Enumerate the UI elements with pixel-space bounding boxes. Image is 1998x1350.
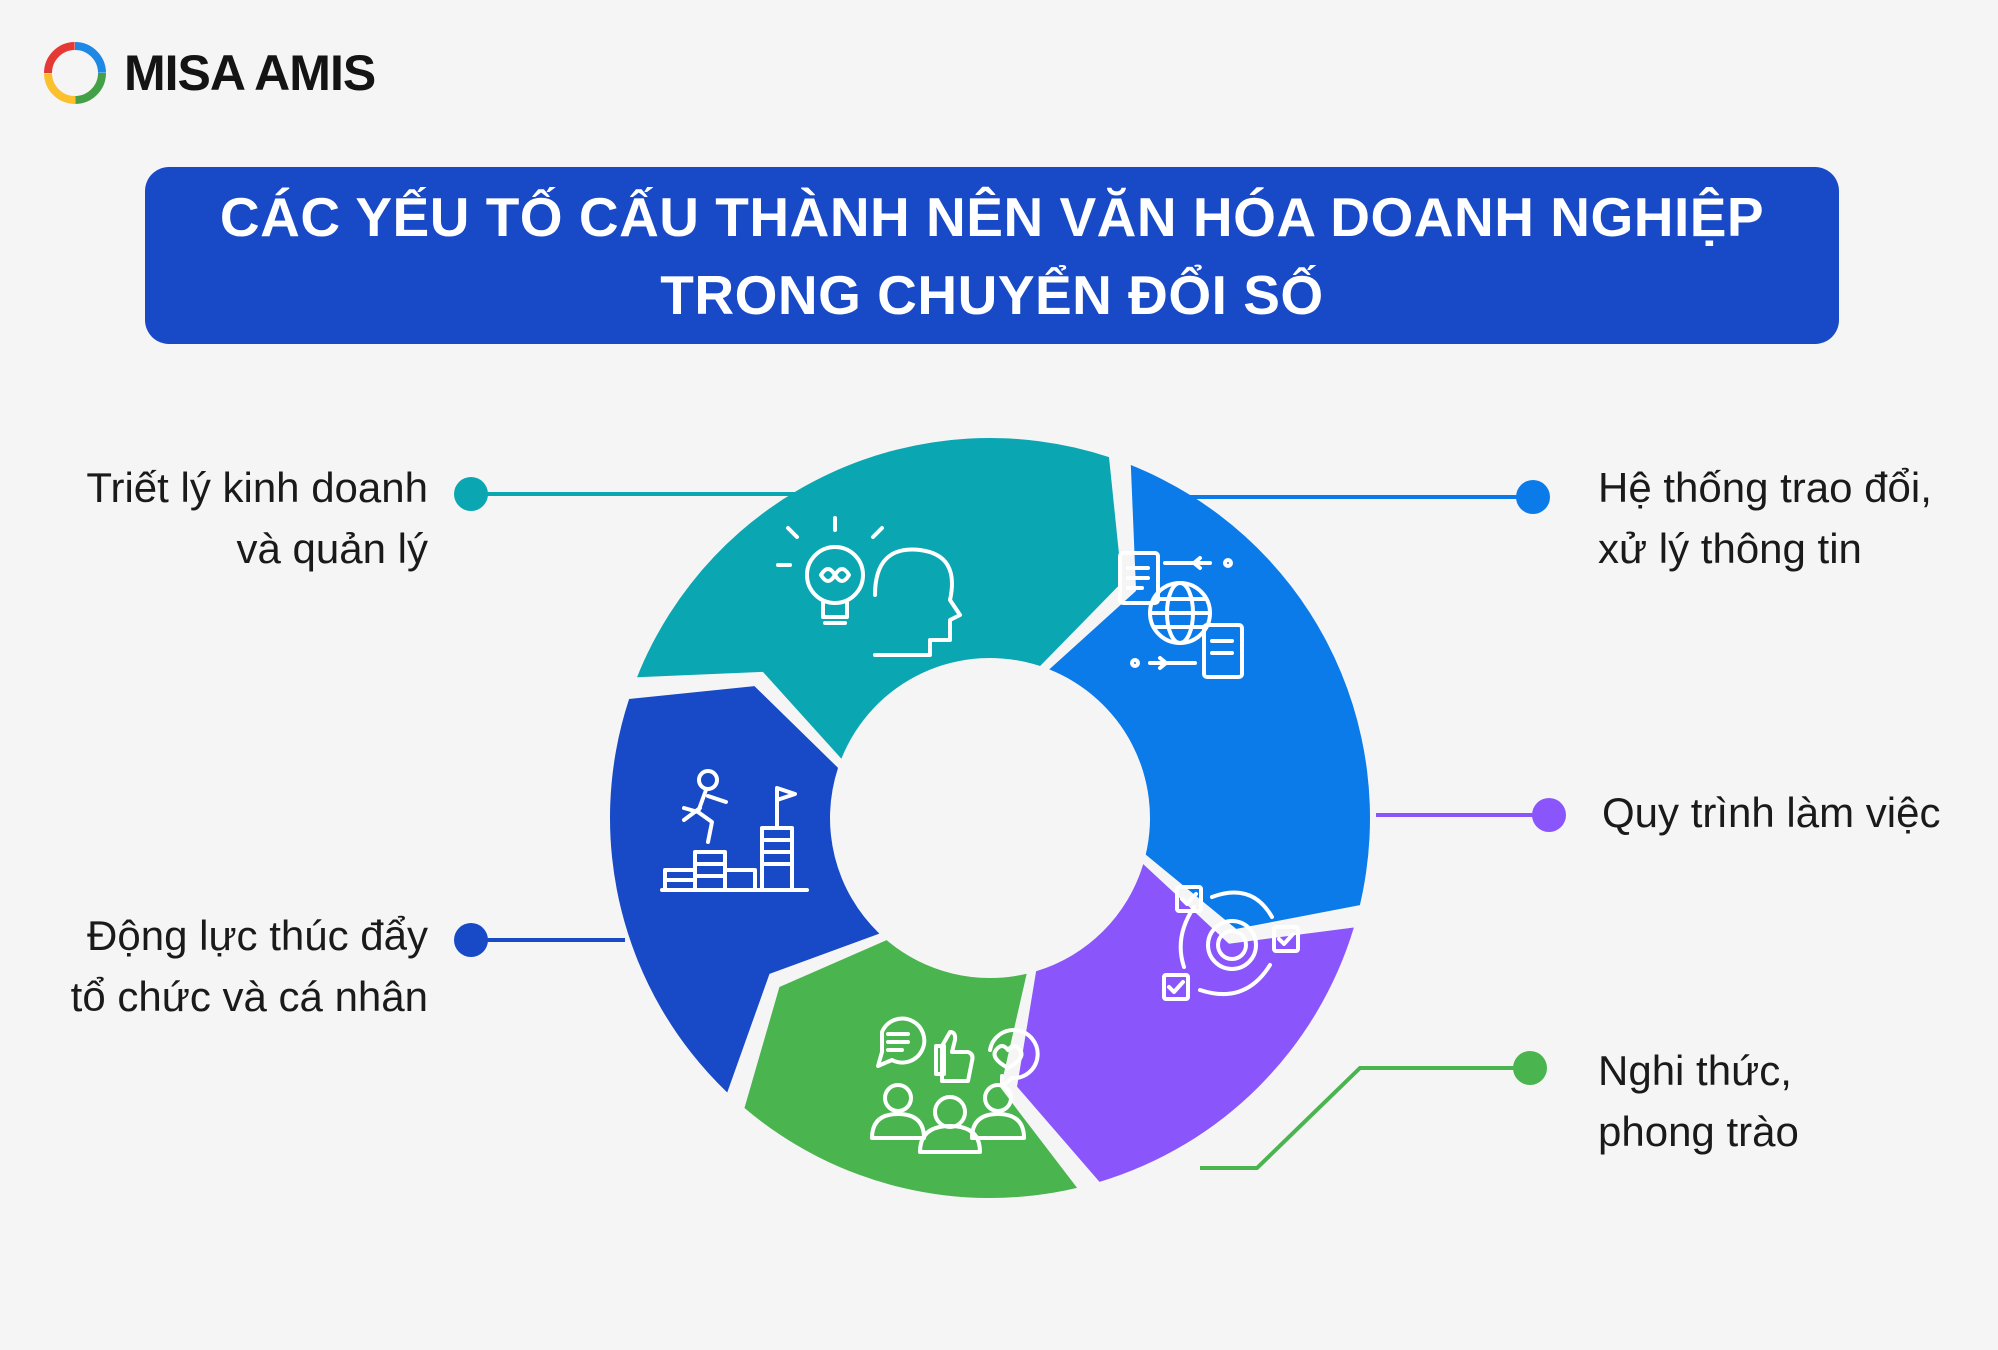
connector-dot-process <box>1532 798 1566 832</box>
connector-rituals <box>1200 1066 1530 1170</box>
label-rituals: Nghi thức, phong trào <box>1598 1047 1799 1155</box>
climbing-stairs-icon <box>660 769 809 892</box>
segment-philosophy <box>637 438 1122 759</box>
brand-name: MISA AMIS <box>124 45 376 101</box>
title-banner: CÁC YẾU TỐ CẤU THÀNH NÊN VĂN HÓA DOANH N… <box>145 167 1839 344</box>
label-process: Quy trình làm việc <box>1602 789 1941 836</box>
connector-dot-rituals <box>1513 1051 1547 1085</box>
label-information: Hệ thống trao đổi, xử lý thông tin <box>1598 464 1932 572</box>
connector-dot-philosophy <box>454 477 488 511</box>
brand-logo: MISA AMIS <box>44 40 376 106</box>
label-philosophy: Triết lý kinh doanh và quản lý <box>86 464 428 572</box>
connector-dot-information <box>1516 480 1550 514</box>
gear-checklist-icon <box>1162 885 1300 1001</box>
connector-dot-motivation <box>454 923 488 957</box>
page-title: CÁC YẾU TỐ CẤU THÀNH NÊN VĂN HÓA DOANH N… <box>219 185 1765 326</box>
segment-rituals <box>744 940 1078 1199</box>
lightbulb-head-icon <box>776 516 962 657</box>
community-feedback-icon <box>870 1016 1040 1154</box>
misa-logo-icon <box>44 42 106 104</box>
segment-information <box>1049 465 1370 929</box>
label-motivation: Động lực thúc đẩy tổ chức và cá nhân <box>70 912 428 1020</box>
segment-process <box>1017 864 1354 1182</box>
globe-documents-icon <box>1118 551 1244 679</box>
